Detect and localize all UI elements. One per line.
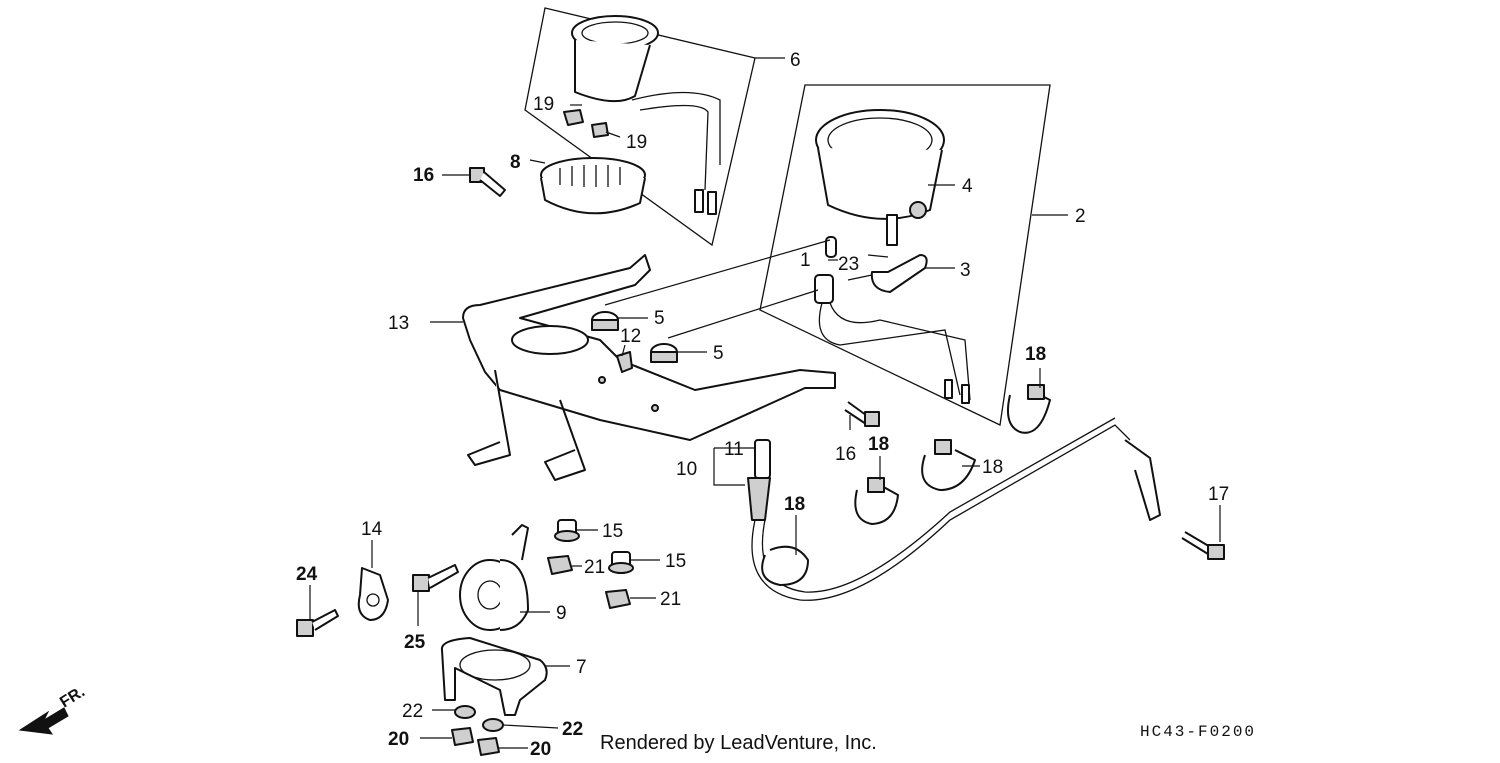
clip-23 — [867, 254, 889, 258]
socket-3 — [870, 254, 928, 293]
meter-stay-13 — [462, 254, 836, 481]
speedometer-wiring — [814, 274, 971, 404]
callout-20-right: 20 — [530, 739, 551, 760]
callout-8: 8 — [510, 152, 521, 173]
group-outline-speedometer — [759, 84, 1051, 426]
washer-22-left — [454, 705, 476, 719]
bolt-17 — [1181, 531, 1225, 560]
speedometer-assembly — [815, 109, 945, 246]
callout-5-lower: 5 — [713, 343, 724, 364]
callout-2: 2 — [1075, 206, 1086, 227]
callout-9: 9 — [556, 603, 567, 624]
diagram-code: HC43-F0200 — [1140, 723, 1257, 741]
callout-17: 17 — [1208, 484, 1229, 505]
clamp-18-right — [1007, 384, 1051, 434]
bolt-24 — [296, 609, 339, 637]
bolt-16-upper — [469, 167, 506, 197]
leader-lines — [309, 57, 1221, 749]
nut-21-lower — [605, 589, 631, 609]
cushion-12 — [616, 351, 633, 373]
callout-18-bottom: 18 — [784, 494, 805, 515]
front-direction-label: FR. — [57, 683, 88, 711]
callout-21-upper: 21 — [584, 557, 605, 578]
callout-21-lower: 21 — [660, 589, 681, 610]
clamp-18-bottom — [761, 545, 809, 586]
callout-4: 4 — [962, 176, 973, 197]
callout-18-right: 18 — [1025, 344, 1046, 365]
callout-14: 14 — [361, 519, 383, 540]
callout-15-upper: 15 — [602, 521, 623, 542]
grommet-5-upper — [591, 311, 619, 331]
callout-16-upper: 16 — [413, 165, 434, 186]
front-direction-arrow: FR. — [18, 683, 88, 735]
nut-21-upper — [547, 555, 573, 575]
callout-19-right: 19 — [626, 132, 647, 153]
callout-11: 11 — [724, 439, 744, 460]
callout-24: 24 — [296, 564, 318, 585]
group-outline-tachometer — [524, 7, 756, 247]
nut-20-left — [451, 727, 474, 746]
callout-16-lower: 16 — [835, 444, 856, 465]
speedometer-cable — [747, 417, 1161, 601]
washer-22-right — [482, 718, 504, 732]
callout-19-left: 19 — [533, 94, 554, 115]
collar-15-lower — [608, 551, 634, 574]
callout-6: 6 — [790, 50, 801, 71]
clamp-14 — [357, 567, 389, 621]
callout-3: 3 — [960, 260, 971, 281]
callout-15-lower: 15 — [665, 551, 686, 572]
callout-5-upper: 5 — [654, 308, 665, 329]
horn-bracket-7 — [440, 637, 548, 716]
clamp-18-left — [854, 477, 899, 525]
callout-22-right: 22 — [562, 719, 583, 740]
clamp-18-mid — [921, 439, 976, 491]
bulb-1 — [825, 236, 837, 258]
nut-19-left — [563, 109, 584, 126]
callout-18-left: 18 — [868, 434, 889, 455]
callout-12: 12 — [620, 326, 641, 347]
callout-13: 13 — [388, 313, 409, 334]
horn-9 — [459, 524, 529, 631]
bolt-25 — [412, 564, 459, 592]
callout-10: 10 — [676, 459, 697, 480]
nut-19-right — [591, 122, 609, 138]
callout-22-left: 22 — [402, 701, 423, 722]
render-credit: Rendered by LeadVenture, Inc. — [600, 732, 877, 754]
callout-1: 1 — [800, 250, 811, 271]
bolt-16-lower — [844, 401, 880, 427]
collar-15-upper — [554, 519, 580, 542]
callout-7: 7 — [576, 657, 587, 678]
tachometer-assembly — [571, 15, 721, 215]
grommet-5-lower — [650, 343, 678, 363]
callout-23: 23 — [838, 254, 859, 275]
nut-20-right — [477, 737, 500, 756]
callout-18-mid: 18 — [982, 457, 1003, 478]
callout-20-left: 20 — [388, 729, 409, 750]
callout-25: 25 — [404, 632, 426, 653]
rubber-holder — [540, 157, 646, 215]
